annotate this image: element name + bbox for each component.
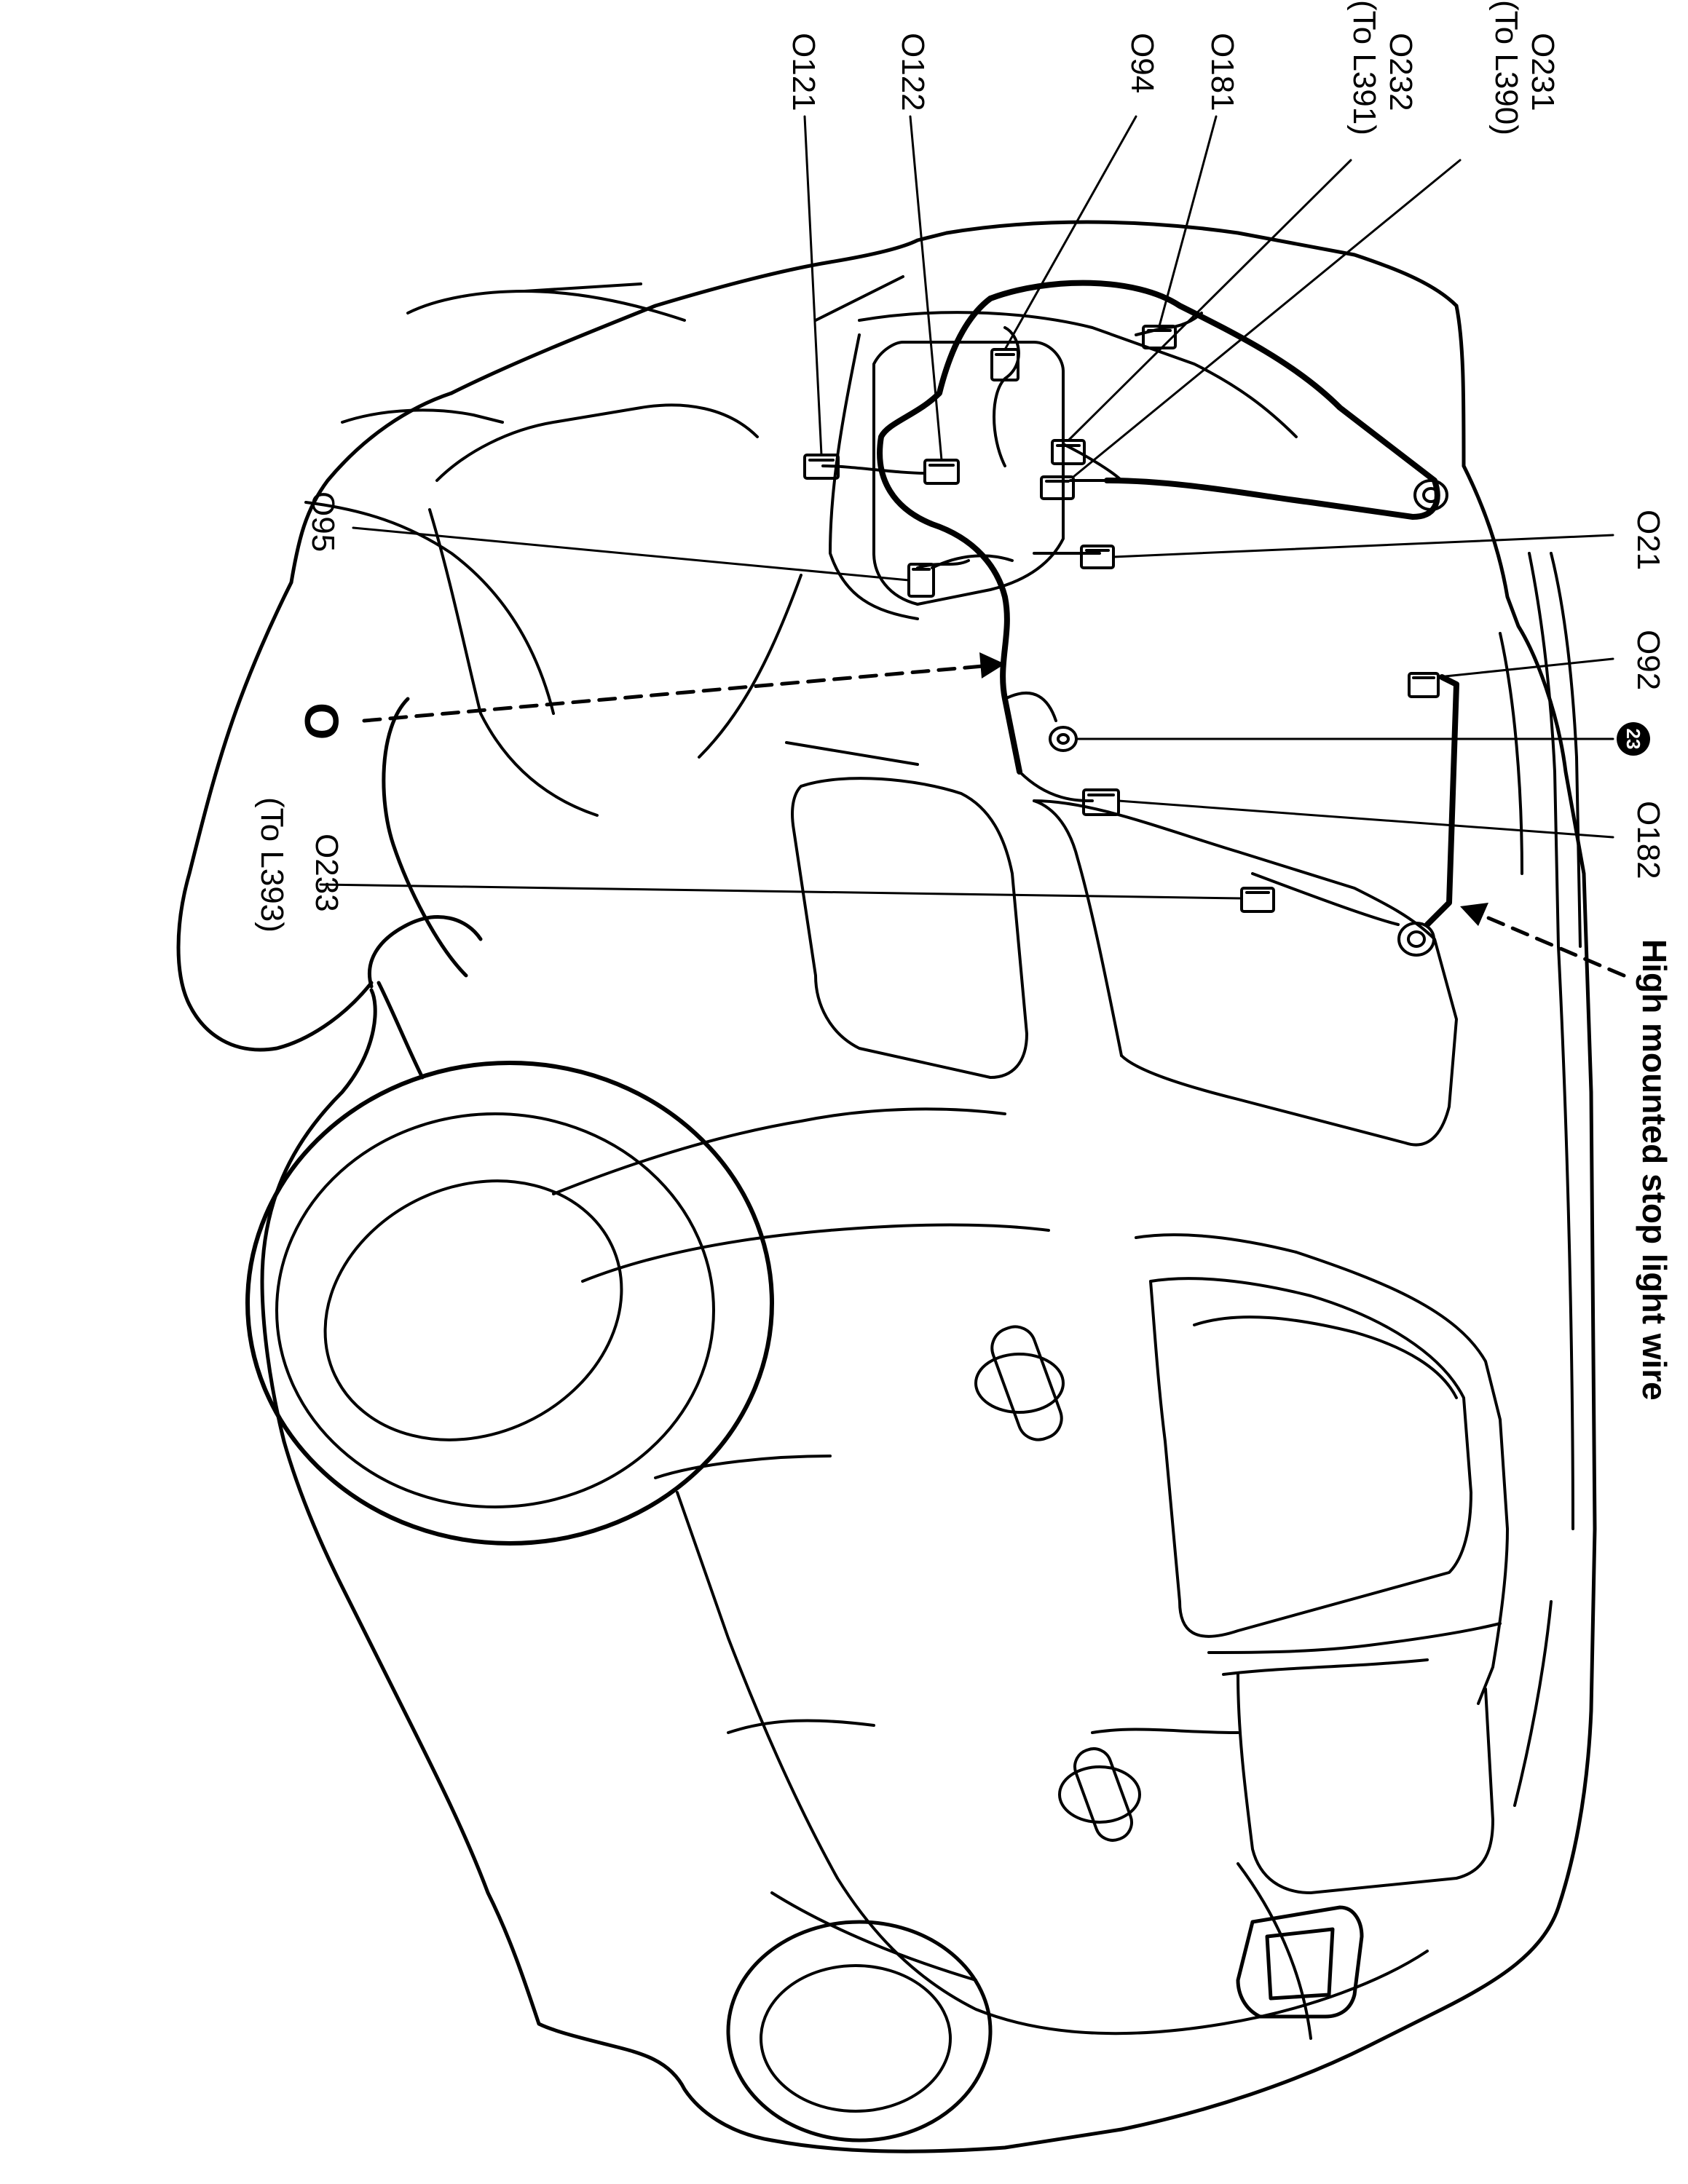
label-o95: O95	[305, 491, 341, 553]
grommet-top	[1413, 479, 1448, 511]
label-o231-sub: (To L390)	[1488, 0, 1524, 135]
label-o92: O92	[1630, 630, 1666, 691]
connector-o95	[907, 563, 935, 598]
badge-ground-number: 23	[1617, 722, 1650, 756]
badge-text: 23	[1622, 728, 1645, 750]
wire-harness-main	[877, 280, 1459, 927]
front-wheel	[245, 1061, 774, 1546]
dashed-arrow-stop-light-wire	[1460, 903, 1626, 978]
label-o94: O94	[1124, 33, 1160, 94]
connector-o182	[1082, 788, 1120, 816]
label-o233: O233	[309, 834, 344, 912]
label-stop-light-wire: High mounted stop light wire	[1636, 939, 1673, 1401]
connector-o94	[990, 348, 1019, 381]
label-o232-sub: (To L391)	[1346, 0, 1382, 135]
label-o122: O122	[895, 33, 931, 111]
label-o182: O182	[1630, 801, 1666, 879]
label-o-ground: O	[295, 703, 349, 740]
leader-lines	[319, 115, 1614, 900]
connector-o231	[1040, 475, 1075, 500]
label-o21: O21	[1630, 510, 1666, 571]
label-o121: O121	[786, 33, 821, 111]
label-o232: O232	[1383, 33, 1419, 111]
connector-o21	[1080, 545, 1115, 569]
wire-harness-branches	[821, 312, 1400, 926]
rear-wheel	[726, 1920, 993, 2143]
label-o181: O181	[1204, 33, 1240, 111]
tail-light	[1236, 1905, 1364, 2019]
car-outline	[176, 220, 1597, 2153]
door-handle-front	[974, 1325, 1065, 1441]
label-o231: O231	[1525, 33, 1561, 111]
door-handle-rear	[1058, 1747, 1141, 1842]
grommet-bottom	[1397, 922, 1435, 957]
label-o233-sub: (To L393)	[254, 797, 290, 933]
dashed-arrow-ground	[362, 652, 1005, 723]
connector-o122	[923, 459, 960, 485]
connector-o181	[1142, 325, 1177, 349]
ground-point	[1049, 726, 1078, 752]
connector-o233	[1240, 887, 1275, 913]
connector-o92	[1408, 672, 1440, 698]
